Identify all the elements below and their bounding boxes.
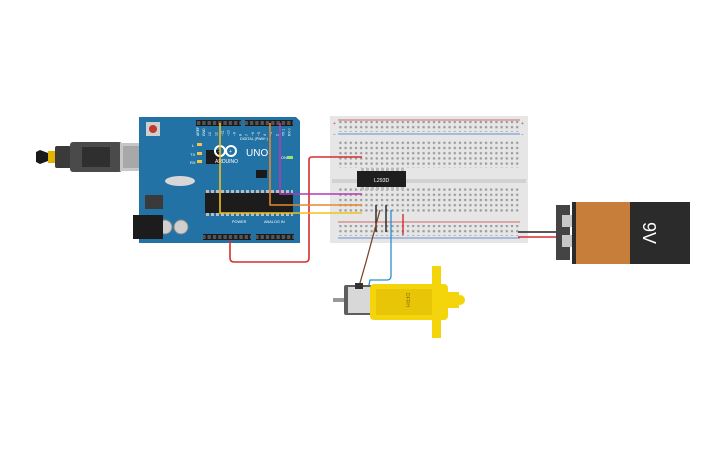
pin-label: 2 xyxy=(275,134,279,136)
pin-label: ~11 xyxy=(220,130,224,136)
svg-text:+: + xyxy=(229,149,232,155)
terminal-strip-bottom[interactable] xyxy=(338,186,520,213)
atmega-chip xyxy=(205,193,293,213)
pin-label: 4 xyxy=(263,134,267,136)
analog-label: ANALOG IN xyxy=(264,220,285,224)
battery-9v[interactable]: 9V xyxy=(556,202,690,264)
digital-label: DIGITAL (PWM~) xyxy=(240,137,268,141)
capacitor-2 xyxy=(173,219,189,235)
ic-label: L293D xyxy=(374,178,390,184)
power-jack[interactable] xyxy=(133,215,163,239)
pin-label: ~9 xyxy=(233,132,237,136)
wire-yellow[interactable] xyxy=(219,123,362,214)
wire-orange[interactable] xyxy=(269,123,362,206)
pin-label: GND xyxy=(202,128,206,136)
on-label: ON xyxy=(281,155,287,160)
pin-label: 8 xyxy=(239,134,243,136)
l293d-ic[interactable]: L293D xyxy=(357,168,406,190)
pin-label: AREF xyxy=(196,127,200,136)
pin-label: 7 xyxy=(245,134,249,136)
pin-label: 12 xyxy=(214,132,218,136)
l-label: L xyxy=(192,143,195,148)
wire-5v-red[interactable] xyxy=(229,156,362,263)
bottom-rail-holes[interactable] xyxy=(338,225,520,236)
pin-label: RX 0 xyxy=(288,128,292,136)
pin-label: ~3 xyxy=(269,132,273,136)
usb-cable xyxy=(36,142,146,172)
top-rail-holes[interactable] xyxy=(338,121,520,132)
svg-text:+: + xyxy=(521,121,524,127)
pin-label: TX 1 xyxy=(281,129,285,136)
svg-text:−: − xyxy=(521,132,524,138)
wire-purple[interactable] xyxy=(279,123,362,195)
pin-label: ~6 xyxy=(251,132,255,136)
tx-label: TX xyxy=(190,152,195,157)
model-label: UNO xyxy=(246,148,268,159)
pin-label: ~10 xyxy=(227,130,231,136)
wire-brown-motor[interactable] xyxy=(357,209,381,291)
motor-label: DFRH xyxy=(404,293,410,307)
wire-blue-motor[interactable] xyxy=(367,210,392,291)
svg-text:−: − xyxy=(333,132,336,138)
pin-label: ~5 xyxy=(257,132,261,136)
battery-label: 9V xyxy=(639,222,659,244)
brand-label: ARDUINO xyxy=(215,159,238,165)
svg-text:+: + xyxy=(333,121,336,127)
power-label: POWER xyxy=(232,220,247,224)
terminal-strip-top[interactable] xyxy=(338,141,520,168)
wires xyxy=(219,123,560,291)
arduino-board: L TX RX ON − + UNO ARDUINO DIGITAL (PWM~… xyxy=(133,117,300,243)
pin-label: 13 xyxy=(208,132,212,136)
rx-label: RX xyxy=(190,160,196,165)
dc-gear-motor[interactable]: DFRH xyxy=(333,266,465,338)
